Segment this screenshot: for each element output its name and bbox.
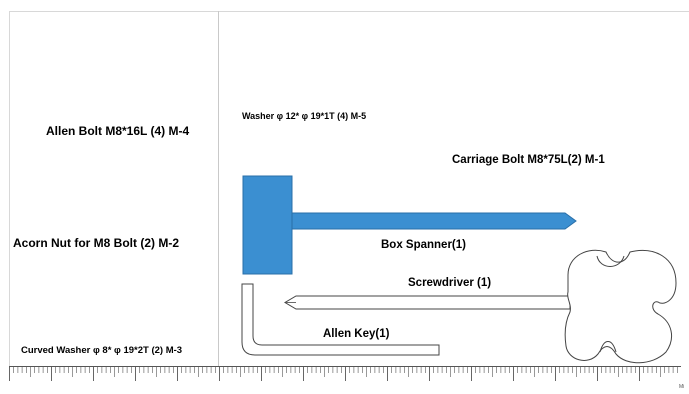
screwdriver-handle-drawing bbox=[564, 249, 677, 364]
ruler-ticks bbox=[9, 367, 678, 381]
box-spanner-shaft bbox=[291, 212, 577, 230]
allen-key-label: Allen Key(1) bbox=[323, 328, 390, 340]
handle-notch-top bbox=[596, 255, 625, 267]
box-spanner-label: Box Spanner(1) bbox=[381, 239, 466, 251]
allen-bolt-label: Allen Bolt M8*16L (4) M-4 bbox=[46, 124, 190, 138]
handle-notch-bottom bbox=[599, 341, 617, 353]
measurement-ruler bbox=[9, 366, 681, 394]
allen-key-drawing bbox=[241, 283, 440, 356]
screwdriver-drawing bbox=[284, 295, 571, 310]
column-divider bbox=[218, 11, 219, 366]
washer-label: Washer φ 12* φ 19*1T (4) M-5 bbox=[242, 111, 367, 121]
curved-washer-label: Curved Washer φ 8* φ 19*2T (2) M-3 bbox=[21, 345, 183, 356]
ruler-unit-label: Mi bbox=[679, 384, 685, 390]
screwdriver-label: Screwdriver (1) bbox=[408, 277, 492, 289]
screwdriver-shaft bbox=[284, 295, 571, 310]
box-spanner-drawing bbox=[242, 175, 577, 275]
acorn-nut-label: Acorn Nut for M8 Bolt (2) M-2 bbox=[13, 236, 179, 250]
frame-left-line bbox=[9, 11, 10, 368]
box-spanner-head bbox=[242, 175, 293, 275]
carriage-bolt-label: Carriage Bolt M8*75L(2) M-1 bbox=[452, 154, 605, 166]
frame-top-line bbox=[9, 11, 689, 12]
